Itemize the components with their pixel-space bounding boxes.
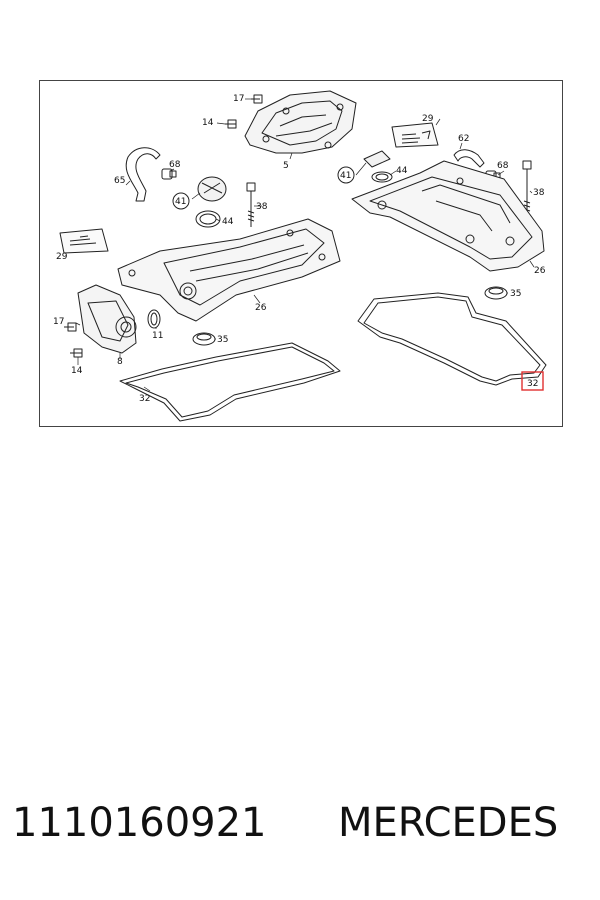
bolt-14-left [70, 348, 83, 358]
callout-38-left: 38 [256, 202, 268, 212]
part-8-front-cover [77, 284, 137, 354]
callout-35-right: 35 [510, 289, 521, 299]
callout-68-right: 68 [497, 161, 509, 171]
parts-diagram: 17 14 5 29 62 65 68 41 44 38 41 44 68 38… [39, 80, 563, 427]
callout-26-right: 26 [534, 266, 546, 276]
part-68-fitting-left [161, 168, 177, 180]
callout-29-left: 29 [56, 252, 68, 262]
callout-17-left: 17 [53, 317, 64, 327]
part-11-ring [147, 309, 161, 329]
bolt-17-left [64, 322, 77, 332]
callout-32-right-highlighted: 32 [527, 379, 538, 389]
callout-17-top: 17 [233, 94, 244, 104]
part-32-gasket-right [357, 292, 547, 386]
highlight-box-32 [521, 371, 544, 391]
part-41-cap-right [363, 150, 391, 168]
callout-35-left: 35 [217, 335, 228, 345]
callout-8: 8 [117, 357, 123, 367]
part-38-bolt-left [246, 182, 256, 227]
part-62-hose [453, 149, 485, 168]
leader-lines [75, 98, 535, 392]
bolt-17-top [251, 94, 263, 104]
brand-name: MERCEDES [338, 800, 559, 846]
part-26-cover-right [351, 160, 545, 272]
callout-44-left: 44 [222, 217, 234, 227]
callout-circle-41-right [337, 166, 355, 184]
callout-26-left: 26 [255, 303, 267, 313]
part-32-gasket-left [119, 342, 341, 422]
part-44-seal-right [371, 171, 393, 183]
product-caption: 1110160921 MERCEDES [0, 800, 600, 860]
callout-5: 5 [283, 161, 289, 171]
part-26-cover-left [117, 218, 341, 322]
callout-circle-41-left [172, 192, 190, 210]
part-number: 1110160921 [12, 800, 267, 846]
part-5-housing [244, 90, 357, 154]
callout-14-left: 14 [71, 366, 83, 376]
part-41-cap-left [197, 176, 227, 202]
part-35-seal-left [192, 332, 216, 346]
callout-29-right: 29 [422, 114, 434, 124]
callout-62: 62 [458, 134, 469, 144]
callout-68-left: 68 [169, 160, 181, 170]
callout-32-left: 32 [139, 394, 150, 404]
callout-65: 65 [114, 176, 125, 186]
part-35-seal-right [484, 286, 508, 300]
callout-41-right: 41 [340, 171, 351, 181]
bolt-14-top [225, 119, 237, 129]
callout-41-left: 41 [175, 197, 186, 207]
part-65-hose [125, 147, 161, 202]
exploded-view-drawing: 17 14 5 29 62 65 68 41 44 38 41 44 68 38… [53, 90, 547, 422]
callout-38-right: 38 [533, 188, 545, 198]
callout-11: 11 [152, 331, 163, 341]
callout-44-right: 44 [396, 166, 408, 176]
part-29-label-right [391, 122, 439, 148]
part-29-label-left [59, 228, 109, 254]
callout-14-top: 14 [202, 118, 214, 128]
